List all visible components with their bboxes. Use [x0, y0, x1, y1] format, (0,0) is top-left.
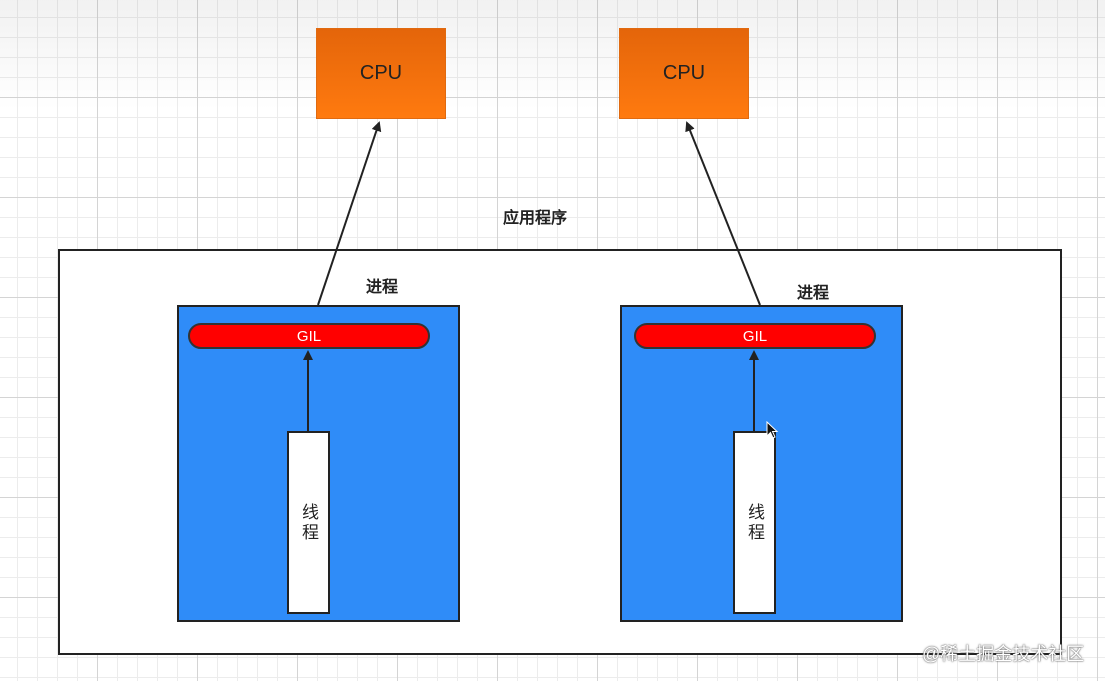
gil-bar: GIL — [188, 323, 430, 349]
process-label-2: 进程 — [797, 285, 830, 302]
arrow-process1-to-cpu1 — [317, 121, 382, 306]
mouse-cursor-icon — [766, 421, 779, 439]
gil-label: GIL — [296, 327, 322, 345]
watermark: @稀土掘金技术社区 — [922, 644, 1085, 664]
process-box-2: GIL 线程 — [620, 305, 903, 622]
thread-box: 线程 — [733, 431, 776, 614]
thread-box: 线程 — [287, 431, 330, 614]
gil-label: GIL — [742, 327, 768, 345]
thread-label: 线程 — [745, 502, 764, 543]
cpu-box-1: CPU — [316, 28, 446, 119]
process-label-1: 进程 — [366, 279, 399, 296]
arrow-process2-to-cpu2 — [685, 121, 761, 306]
process-box-1: GIL 线程 — [177, 305, 460, 622]
application-label: 应用程序 — [503, 210, 568, 227]
thread-label: 线程 — [299, 502, 318, 543]
cpu-label: CPU — [359, 62, 403, 84]
cpu-label: CPU — [662, 62, 706, 84]
gil-bar: GIL — [634, 323, 876, 349]
cpu-box-2: CPU — [619, 28, 749, 119]
